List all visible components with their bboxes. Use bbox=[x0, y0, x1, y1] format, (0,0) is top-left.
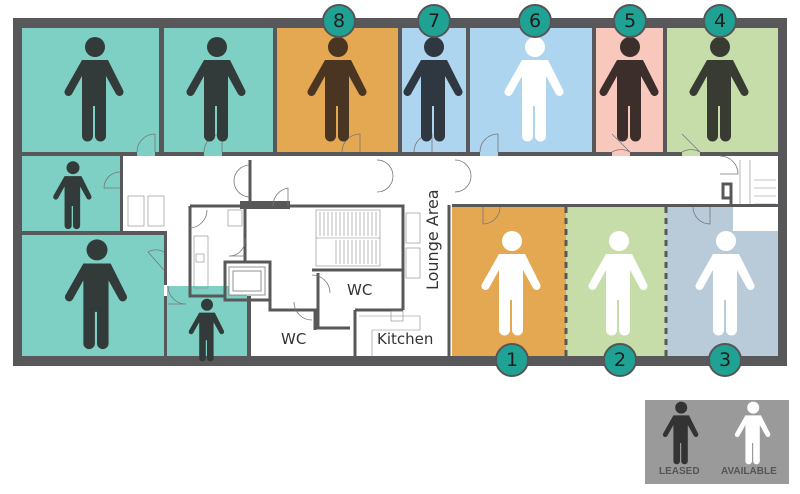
unit-badge-5[interactable]: 5 bbox=[613, 4, 647, 38]
wc-lower-label: WC bbox=[281, 330, 307, 348]
unit-badge-8[interactable]: 8 bbox=[322, 4, 356, 38]
available-person-icon bbox=[734, 401, 771, 465]
unit-badge-3[interactable]: 3 bbox=[708, 343, 742, 377]
legend-available-label: AVAILABLE bbox=[721, 466, 777, 477]
staircase bbox=[315, 209, 381, 267]
unit-badge-7[interactable]: 7 bbox=[417, 4, 451, 38]
legend-leased-label: LEASED bbox=[659, 466, 700, 477]
leased-person-icon bbox=[662, 401, 699, 465]
unit-badge-2[interactable]: 2 bbox=[603, 343, 637, 377]
wc-upper-label: WC bbox=[347, 281, 373, 299]
legend: LEASED AVAILABLE bbox=[645, 400, 789, 484]
lounge-area-label: Lounge Area bbox=[423, 189, 442, 290]
kitchen-label: Kitchen bbox=[377, 330, 434, 348]
unit-badge-6[interactable]: 6 bbox=[518, 4, 552, 38]
unit-badge-1[interactable]: 1 bbox=[495, 343, 529, 377]
unit-badge-4[interactable]: 4 bbox=[703, 4, 737, 38]
